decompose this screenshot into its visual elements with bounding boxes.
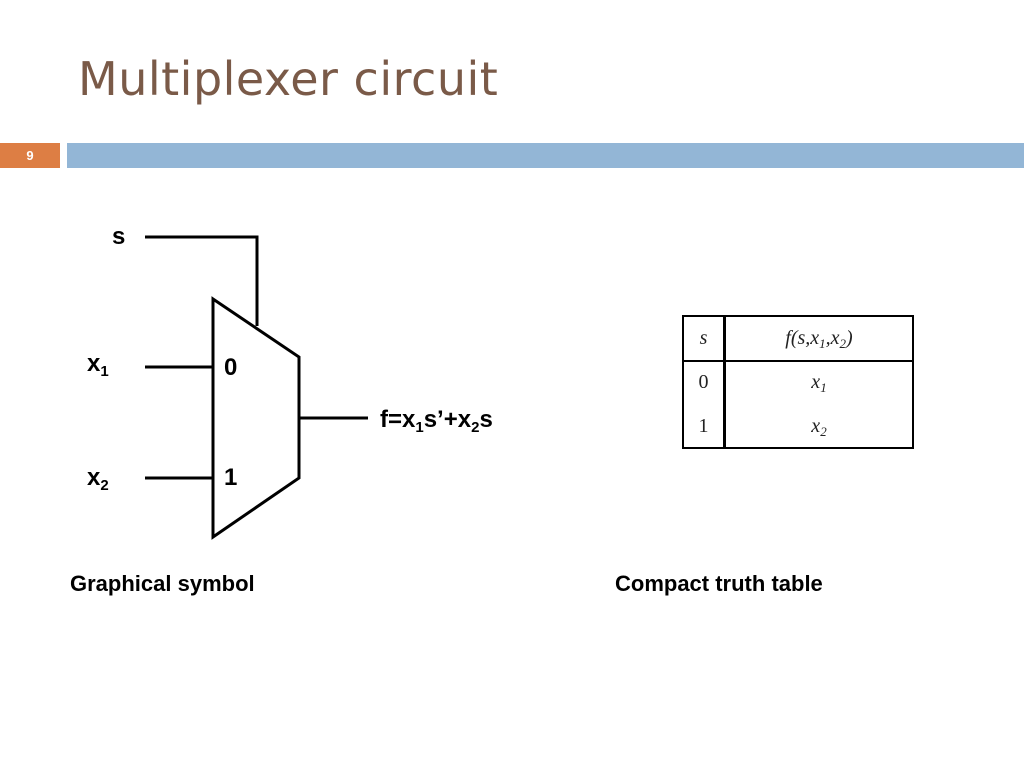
- table-divider-vertical: [723, 317, 726, 447]
- mux-body: [211, 296, 301, 540]
- row1-s: 1: [698, 415, 709, 437]
- slide-title: Multiplexer circuit: [78, 52, 499, 106]
- header-f: f(s,x1,x2): [785, 327, 853, 351]
- output-expression: f=x1s’+x2s: [380, 406, 493, 436]
- port1-label: 1: [224, 464, 238, 491]
- table-caption: Compact truth table: [615, 571, 823, 596]
- select-wire: [145, 235, 259, 326]
- row0-s: 0: [698, 371, 709, 393]
- truth-table: s f(s,x1,x2) 0 x1 1 x2: [682, 315, 914, 449]
- port0-label: 0: [224, 354, 238, 381]
- slide-number: 9: [0, 143, 60, 168]
- header-bar: [67, 143, 1024, 168]
- row0-f: x1: [811, 371, 827, 395]
- row1-f: x2: [811, 415, 827, 439]
- symbol-caption: Graphical symbol: [70, 571, 255, 596]
- input1-label: x1: [87, 350, 109, 380]
- header-s: s: [699, 327, 708, 349]
- input2-label: x2: [87, 464, 109, 494]
- table-divider-horizontal: [684, 360, 912, 362]
- select-label: s: [112, 223, 126, 250]
